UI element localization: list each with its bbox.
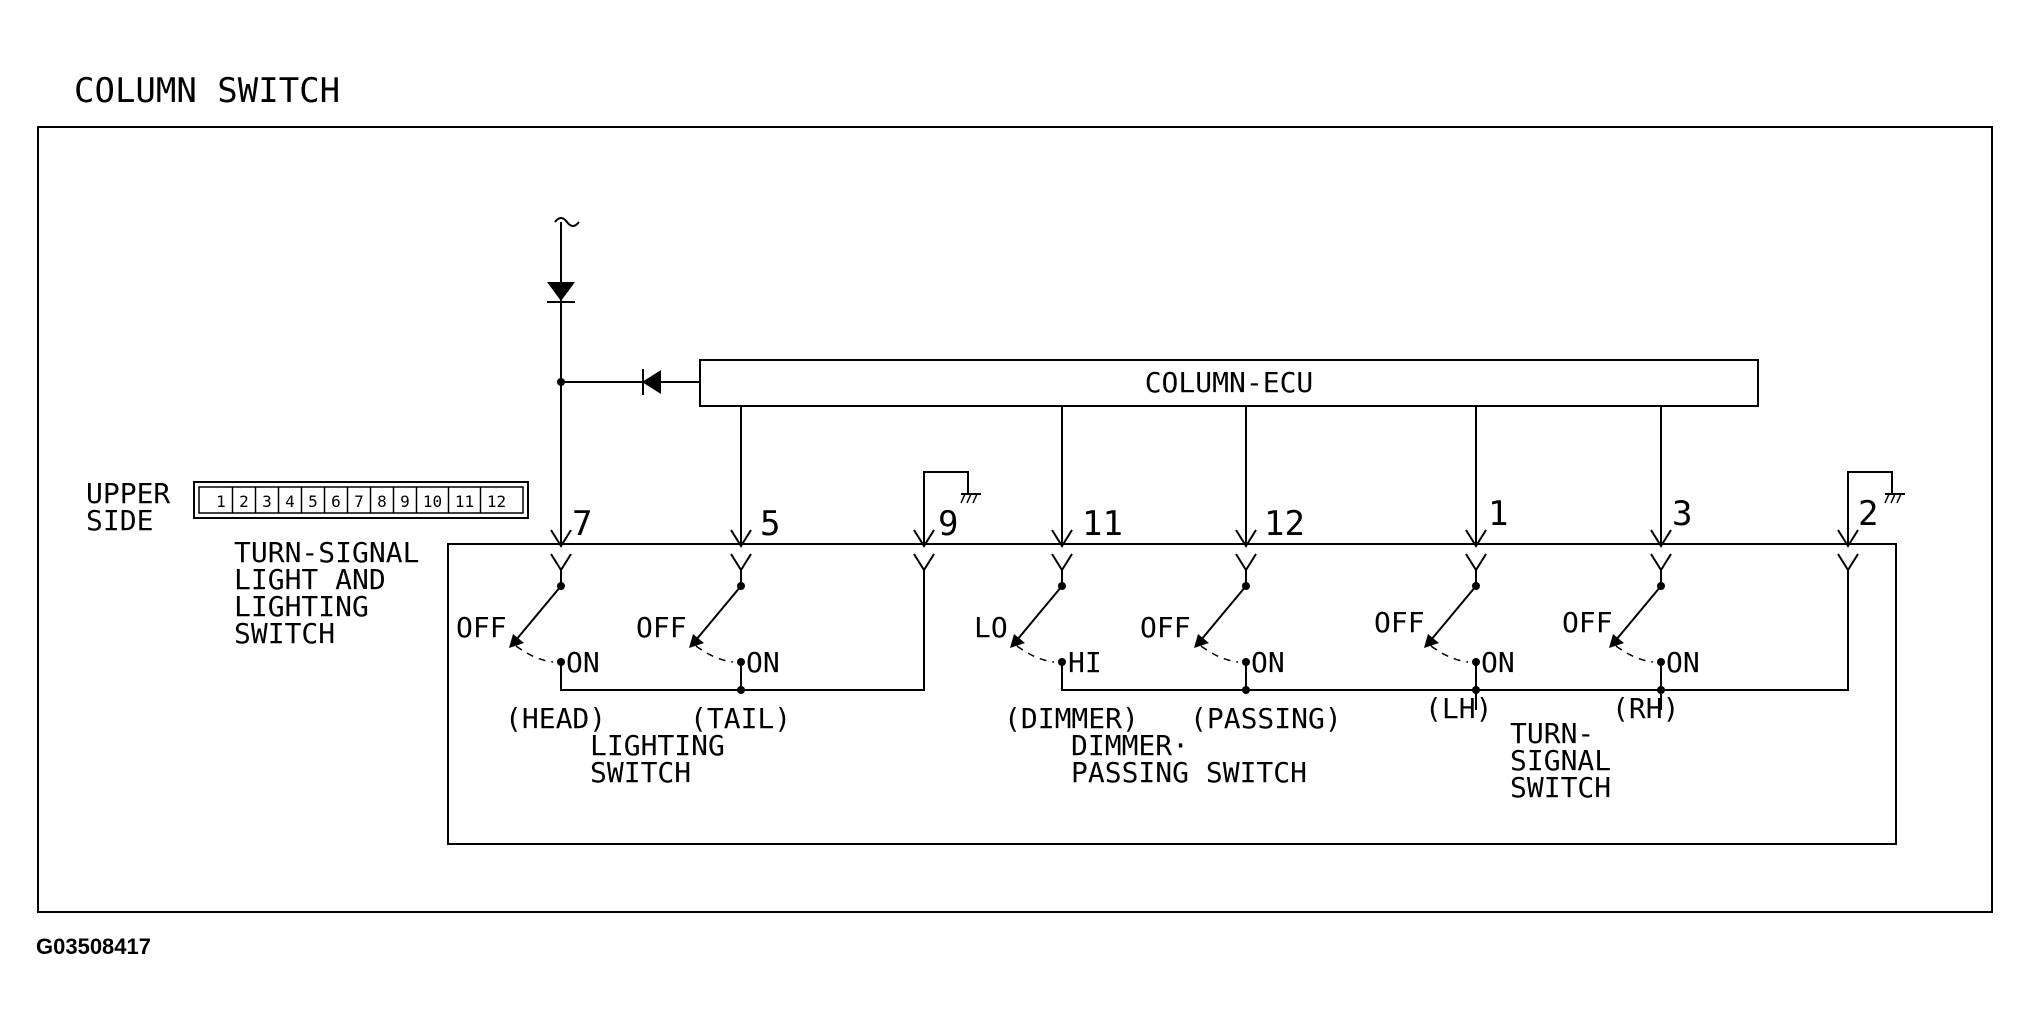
connector-pin-1: 1 [216, 492, 226, 511]
tail-contact [689, 570, 745, 666]
terminal-3-label: 3 [1672, 494, 1692, 534]
terminal-9-label: 9 [938, 504, 958, 544]
head-contact [509, 570, 565, 666]
passing-contact-name: (PASSING) [1190, 702, 1342, 735]
connector-pin-9: 9 [400, 492, 410, 511]
junction-dot [737, 686, 745, 694]
head-on-label: ON [566, 646, 600, 679]
connector-pin-5: 5 [308, 492, 318, 511]
junction-dot [1242, 686, 1250, 694]
rh-on-label: ON [1666, 646, 1700, 679]
lh-on-label: ON [1481, 646, 1515, 679]
switch-housing [447, 543, 1897, 845]
switch-name-line: LIGHTING [234, 590, 369, 623]
ground-wire-2 [1847, 471, 1893, 545]
connector-pin-10: 10 [423, 492, 442, 511]
lh-off-label: OFF [1374, 606, 1425, 639]
terminal-5-label: 5 [760, 504, 780, 544]
passing-off-label: OFF [1140, 611, 1191, 644]
dimmer-lo-label: LO [974, 611, 1008, 644]
column-ecu-label: COLUMN-ECU [1145, 366, 1314, 399]
terminal-11-label: 11 [1082, 504, 1123, 544]
terminal-12-label: 12 [1264, 504, 1305, 544]
ground-wire-9 [923, 471, 969, 545]
switch-name-line: LIGHT AND [234, 563, 386, 596]
lh-contact [1424, 570, 1480, 666]
passing-on-label: ON [1251, 646, 1285, 679]
connector-pin-8: 8 [377, 492, 387, 511]
passing-contact [1194, 570, 1250, 666]
wire-break-symbol [554, 217, 580, 227]
connector-pin-11: 11 [455, 492, 474, 511]
switch-name-line: SWITCH [234, 617, 335, 650]
rh-off-label: OFF [1562, 606, 1613, 639]
diagram-title: COLUMN SWITCH [74, 71, 340, 111]
ground-icon [960, 493, 981, 504]
rh-contact [1609, 570, 1665, 666]
figure-id: G03508417 [36, 934, 151, 959]
dimmer-passing-switch-label: DIMMER· [1071, 729, 1189, 762]
connector-outline [193, 481, 529, 519]
signal-bus-wire [1061, 570, 1849, 691]
dimmer-passing-switch-label: PASSING SWITCH [1071, 756, 1307, 789]
head-contact-name: (HEAD) [505, 702, 606, 735]
switch-name-line: TURN-SIGNAL [234, 536, 419, 569]
terminal-1-label: 1 [1488, 494, 1508, 534]
ecu-diode-icon [642, 370, 661, 394]
turn-signal-switch-label: TURN- [1510, 717, 1594, 750]
tail-contact-name: (TAIL) [690, 702, 791, 735]
dimmer-contact [1010, 570, 1066, 666]
connector-side-label: UPPER [86, 477, 170, 510]
turn-signal-switch-label: SWITCH [1510, 771, 1611, 804]
connector-pin-12: 12 [487, 492, 506, 511]
junction-dot [1472, 686, 1480, 694]
connector-pin-3: 3 [262, 492, 272, 511]
dimmer-contact-name: (DIMMER) [1004, 702, 1139, 735]
connector-pin-4: 4 [285, 492, 295, 511]
connector-pin-6: 6 [331, 492, 341, 511]
head-off-label: OFF [456, 611, 507, 644]
connector-pin-row [198, 486, 524, 514]
terminal-2-label: 2 [1858, 494, 1878, 534]
junction-dot [1657, 686, 1665, 694]
tail-off-label: OFF [636, 611, 687, 644]
lh-contact-name: (LH) [1425, 692, 1492, 725]
ground-icon [1884, 493, 1905, 504]
connector-pin-2: 2 [239, 492, 249, 511]
lighting-switch-label: LIGHTING [590, 729, 725, 762]
connector-pin-7: 7 [354, 492, 364, 511]
connector-side-label: SIDE [86, 504, 153, 537]
lighting-switch-label: SWITCH [590, 756, 691, 789]
dimmer-hi-label: HI [1068, 646, 1102, 679]
tail-on-label: ON [746, 646, 780, 679]
rh-contact-name: (RH) [1612, 692, 1679, 725]
outer-frame [37, 126, 1993, 913]
column-ecu-box [699, 359, 1759, 407]
diode-icon [547, 282, 575, 301]
terminal-7-label: 7 [572, 504, 592, 544]
turn-signal-switch-label: SIGNAL [1510, 744, 1611, 777]
